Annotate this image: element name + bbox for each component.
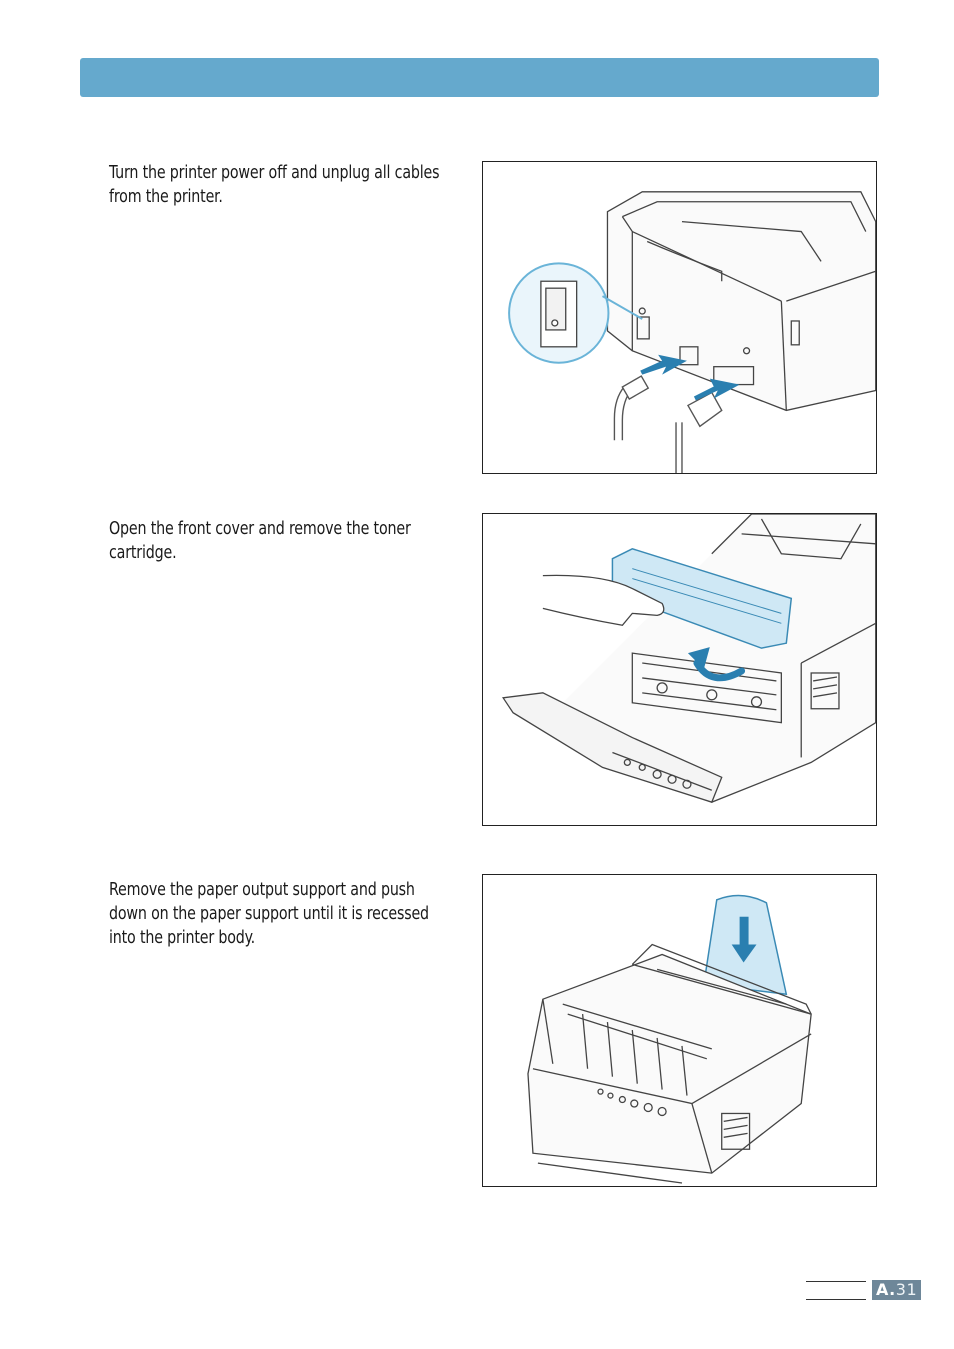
footer-rule-bottom	[806, 1299, 866, 1300]
page-footer: A.31	[806, 1280, 922, 1300]
step-3-text: Remove the paper output support and push…	[109, 879, 429, 948]
footer-rule-top	[806, 1281, 866, 1282]
page-number-label: A.31	[872, 1280, 922, 1300]
printer-toner-removal-illustration	[502, 514, 876, 803]
step-2-text: Open the front cover and remove the tone…	[109, 518, 411, 563]
printer-paper-support-illustration	[527, 894, 812, 1184]
step-2-illustration	[482, 513, 877, 826]
section-header-bar	[80, 58, 879, 97]
step-3-illustration	[482, 874, 877, 1187]
page-number: 31	[895, 1280, 918, 1299]
section-letter: A.	[876, 1280, 896, 1299]
printer-rear-unplug-illustration	[508, 191, 876, 473]
step-1-illustration	[482, 161, 877, 474]
step-1-text: Turn the printer power off and unplug al…	[109, 162, 440, 207]
